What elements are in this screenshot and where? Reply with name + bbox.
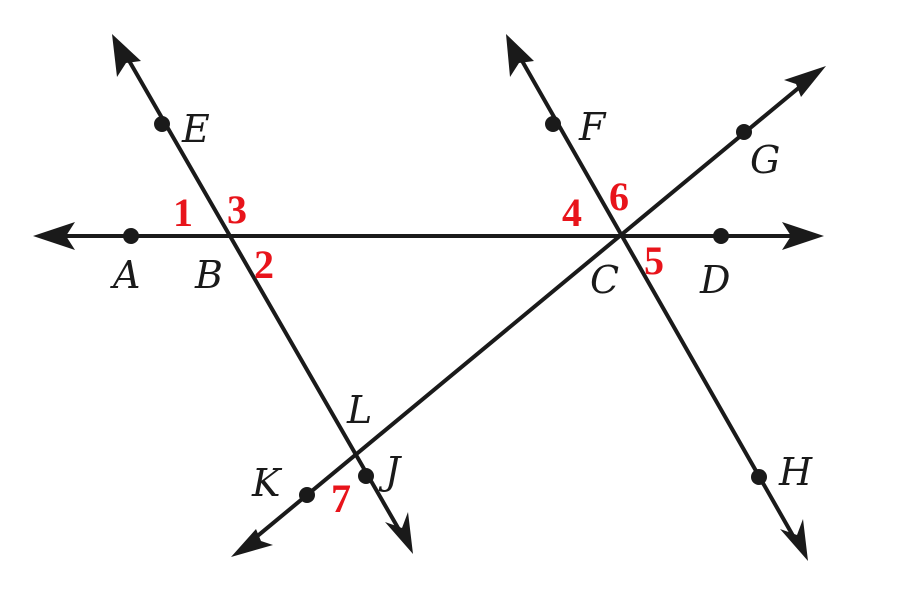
angle-label-7: 7: [331, 476, 351, 521]
label-B: B: [194, 253, 223, 297]
point-E-dot: [154, 116, 170, 132]
point-F-dot: [545, 116, 561, 132]
line-KG: [241, 74, 815, 550]
arrowhead-top-KG: [784, 66, 826, 97]
point-K-dot: [299, 487, 315, 503]
label-G: G: [750, 138, 780, 182]
angle-label-2: 2: [254, 242, 274, 287]
arrowhead-top-FH: [506, 34, 534, 77]
label-H: H: [778, 450, 813, 494]
arrowhead-left-AD: [33, 222, 75, 250]
arrowhead-bottom-FH: [780, 519, 808, 561]
label-A: A: [110, 253, 140, 297]
arrowhead-right-AD: [782, 222, 824, 250]
label-D: D: [699, 258, 730, 302]
point-G-dot: [736, 124, 752, 140]
arrowhead-top-EJ: [112, 34, 141, 77]
label-L: L: [346, 388, 372, 432]
angle-label-4: 4: [562, 190, 582, 235]
arrowhead-bottom-EJ: [385, 512, 413, 554]
point-A-dot: [123, 228, 139, 244]
angle-label-5: 5: [644, 238, 664, 283]
angle-label-3: 3: [227, 187, 247, 232]
point-H-dot: [751, 469, 767, 485]
label-K: K: [251, 461, 283, 505]
line-FH: [511, 43, 802, 550]
label-C: C: [590, 258, 619, 302]
angle-label-6: 6: [609, 174, 629, 219]
label-J: J: [378, 449, 402, 493]
arrowhead-bottom-KG: [231, 529, 273, 557]
point-D-dot: [713, 228, 729, 244]
label-E: E: [181, 107, 210, 151]
angle-label-1: 1: [173, 190, 193, 235]
point-J-dot: [358, 468, 374, 484]
label-F: F: [578, 105, 607, 149]
